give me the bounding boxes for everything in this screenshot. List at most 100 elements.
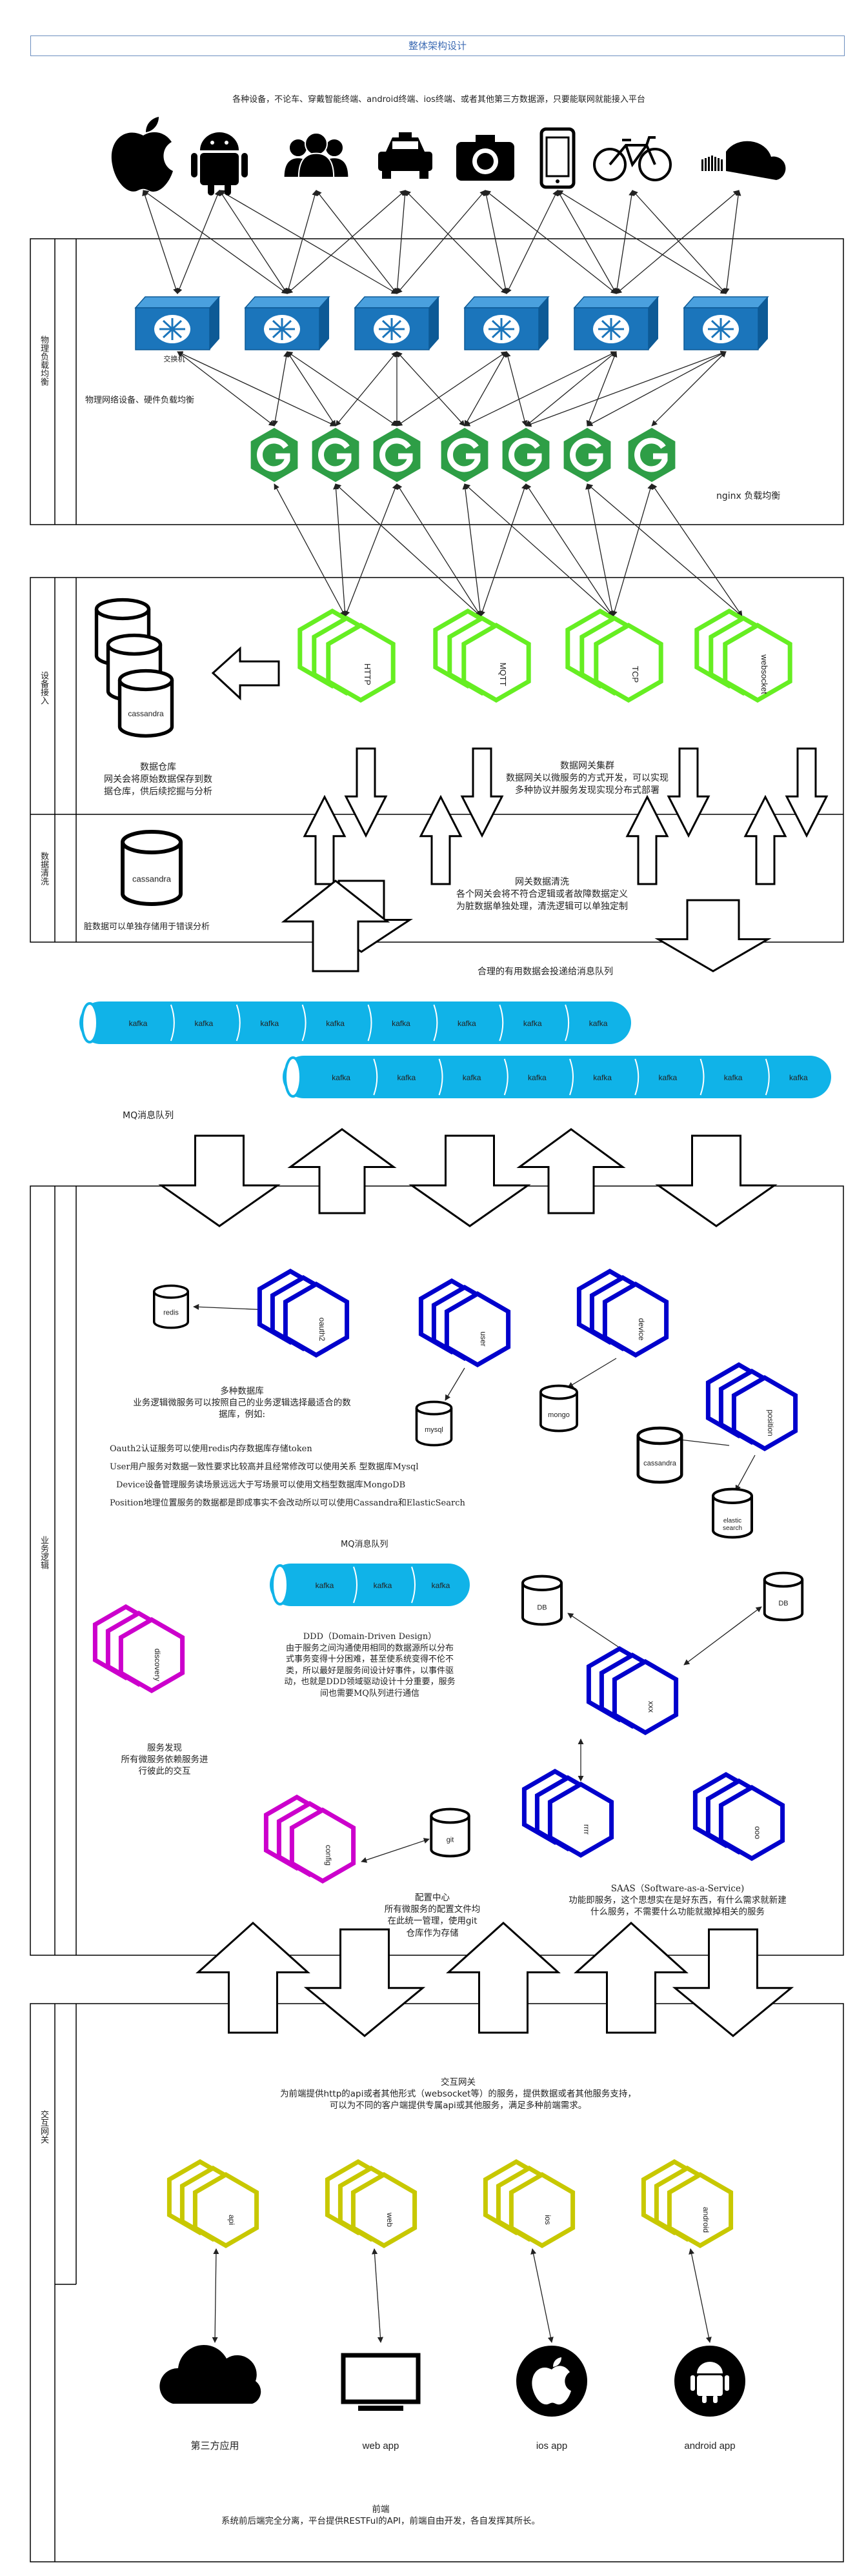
- service-ooo: [692, 1771, 785, 1862]
- api-gw-caption: 交互网关 为前端提供http的api或者其他形式（websocket等）的服务，…: [280, 2077, 636, 2111]
- queue-caption: 合理的有用数据会投递给消息队列: [478, 967, 613, 977]
- gateway-cluster-caption: 数据网关集群 数据网关以微服务的方式开发，可以实现 多种协议并服务发现实现分布式…: [506, 761, 669, 796]
- soundcloud-bar: [714, 157, 716, 171]
- block-pair-1-up: [303, 794, 347, 885]
- connector-arrow: [177, 351, 275, 427]
- connector-arrow: [614, 190, 635, 294]
- android-leg: [713, 2395, 718, 2403]
- monitor-screen: [341, 2353, 421, 2404]
- kafka-divider: [569, 1058, 574, 1096]
- monitor-icon: [341, 2353, 421, 2411]
- switch-top: [244, 296, 330, 308]
- android-icon: [191, 132, 248, 196]
- kafka-tube: [283, 1056, 831, 1098]
- connector-arrow: [344, 483, 398, 617]
- dirty-db-shape: [123, 832, 181, 904]
- kafka-label: kafka: [129, 1019, 148, 1028]
- switch-top: [354, 296, 440, 308]
- kafka-divider: [503, 1058, 509, 1096]
- connector-arrow: [683, 1606, 762, 1665]
- switch-side: [319, 297, 329, 350]
- connector-arrow: [142, 190, 179, 294]
- nginx-g-letter: [447, 438, 481, 472]
- nginx-g-letter: [257, 438, 290, 472]
- service-user-hex: [444, 1291, 511, 1368]
- block-gw-1: [196, 1921, 310, 2034]
- switch-router-arrows: [598, 318, 624, 340]
- kafka-label: kafka: [332, 1073, 350, 1082]
- bicycle-icon: [593, 136, 672, 181]
- nginx-node-2: [312, 428, 359, 482]
- service-xxx-label: xxx: [647, 1701, 656, 1713]
- interaction-ios: [483, 2158, 576, 2249]
- connector-arrow: [587, 351, 727, 427]
- service-device-hex: [602, 1281, 669, 1358]
- gateway-websocket: [694, 608, 792, 703]
- connector-arrow: [525, 350, 727, 427]
- store-mysql: [415, 1400, 453, 1447]
- cleaning-caption: 网关数据清洗 各个网关会将不符合逻辑或者故障数据定义 为脏数据单独处理，清洗逻辑…: [456, 877, 628, 912]
- connector-arrow: [333, 483, 348, 617]
- interaction-api-hex: [192, 2171, 259, 2249]
- connector-arrows: [142, 190, 762, 2343]
- interaction-android-hex: [667, 2171, 734, 2249]
- soundcloud-bar: [721, 159, 723, 171]
- taxi-icon: [378, 132, 432, 179]
- nginx-node-3: [373, 428, 421, 482]
- multi-db-line-2: User用户服务对数据一致性要求比较高并且经常修改可以使用关系 型数据库Mysq…: [110, 1462, 419, 1472]
- switch-1: [134, 296, 221, 350]
- switch-router-arrows: [159, 318, 185, 340]
- multi-db-line-1: Oauth2认证服务可以使用redis内存数据库存储token: [110, 1444, 312, 1454]
- soundcloud-cloud: [726, 141, 786, 180]
- block-pair-4-down: [785, 747, 829, 838]
- gateway-hex: [594, 622, 663, 703]
- service-position: [705, 1362, 798, 1452]
- connector-arrow: [485, 190, 617, 294]
- camera-top: [476, 135, 495, 144]
- kafka-divider: [367, 1004, 372, 1041]
- interaction-web: [325, 2158, 418, 2249]
- interaction-android-label: android: [701, 2207, 710, 2233]
- connector-arrow: [335, 483, 481, 617]
- camera-lens: [477, 153, 494, 170]
- warehouse-caption: 数据仓库 网关会将原始数据保存到数 据仓库，供后续挖掘与分析: [104, 762, 212, 797]
- connector-arrow: [405, 190, 507, 294]
- multi-db-line-3: Device设备管理服务读场景远远大于写场景可以使用文档型数据库MongoDB: [116, 1480, 406, 1490]
- kafka-label: kafka: [659, 1073, 678, 1082]
- kafka-divider: [236, 1004, 241, 1041]
- kafka-divider: [353, 1566, 357, 1604]
- switch-side: [758, 297, 768, 350]
- kafka-divider: [700, 1058, 705, 1096]
- discovery-caption: 服务发现 所有微服务依赖服务进 行彼此的交互: [121, 1743, 208, 1777]
- kafka-divider: [373, 1058, 378, 1096]
- taxi-wheel: [382, 170, 391, 179]
- interaction-ios-hex: [509, 2171, 576, 2249]
- apple-icon: [111, 117, 173, 192]
- android-arm: [690, 2375, 695, 2391]
- service-position-hex: [731, 1374, 798, 1452]
- multi-db-line-4: Position地理位置服务的数据都是即成事实不会改动所以可以使用Cassand…: [110, 1498, 465, 1508]
- phone-icon: [539, 127, 576, 189]
- camera-icon: [456, 135, 514, 181]
- warehouse-db-3-shape: [120, 671, 172, 736]
- android-head: [200, 132, 239, 150]
- service-oauth2: [257, 1268, 350, 1358]
- block-down-cleaning-right: [654, 899, 772, 972]
- service-config: [263, 1794, 356, 1884]
- block-pair-1-down: [344, 747, 388, 838]
- top-caption: 各种设备，不论车、穿戴智能终端、android终端、ios终端、或者其他第三方数…: [232, 95, 645, 105]
- android-eye: [225, 141, 228, 145]
- switch-4: [463, 296, 550, 350]
- store-db-2: [765, 1573, 803, 1620]
- kafka-label: kafka: [589, 1019, 608, 1028]
- ddd-caption: DDD（Domain-Driven Design） 由于服务之间沟通使用相同的数…: [284, 1632, 456, 1698]
- soundcloud-bar: [701, 159, 703, 171]
- soundcloud-bar: [711, 156, 713, 171]
- kafka-queue-2: [283, 1056, 831, 1098]
- store-cassandra-shape: [638, 1428, 682, 1482]
- kafka-divider: [433, 1004, 438, 1041]
- block-pair-2-down: [460, 747, 504, 838]
- block-pair-4-up: [743, 794, 787, 885]
